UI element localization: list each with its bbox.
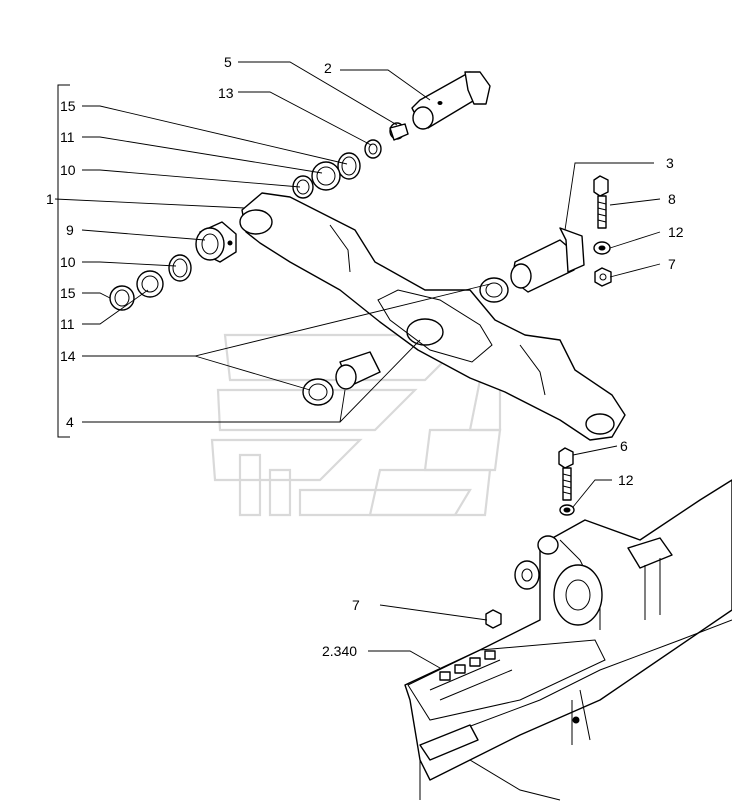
callout-11: 11 bbox=[60, 129, 75, 145]
callout-10: 10 bbox=[60, 162, 76, 178]
callout-15-lower: 15 bbox=[60, 285, 76, 301]
group-bracket bbox=[57, 84, 70, 438]
callout-4: 4 bbox=[66, 414, 74, 430]
axle-housing-assembly bbox=[404, 479, 732, 801]
callout-14: 14 bbox=[60, 348, 76, 364]
callout-1: 1 bbox=[46, 191, 54, 207]
callout-5: 5 bbox=[224, 54, 232, 70]
callout-15: 15 bbox=[60, 98, 76, 114]
main-arm-part bbox=[239, 192, 626, 441]
callout-12-lower: 12 bbox=[618, 472, 634, 488]
watermark-logo bbox=[210, 333, 502, 517]
callout-7-lower: 7 bbox=[352, 597, 360, 613]
callout-2-340: 2.340 bbox=[322, 643, 357, 659]
nut-part-7 bbox=[594, 267, 612, 287]
bolt-part-8 bbox=[593, 175, 609, 229]
callout-11-lower: 11 bbox=[60, 316, 75, 332]
pin-part-3 bbox=[510, 227, 585, 293]
upper-rings bbox=[292, 152, 361, 199]
lower-left-rings bbox=[109, 254, 192, 311]
washer-part-12 bbox=[593, 241, 611, 255]
callout-9: 9 bbox=[66, 222, 74, 238]
callout-10-lower: 10 bbox=[60, 254, 76, 270]
callout-12: 12 bbox=[668, 224, 684, 240]
callout-8: 8 bbox=[668, 191, 676, 207]
bushing-part-14 bbox=[302, 277, 509, 406]
sleeve-part-4 bbox=[335, 351, 381, 390]
callout-7: 7 bbox=[668, 256, 676, 272]
washer-part-12-lower bbox=[559, 504, 575, 516]
pin-part-2 bbox=[411, 71, 491, 130]
bolt-part-6 bbox=[558, 447, 574, 501]
leader-lines bbox=[54, 61, 661, 669]
bushing-part-9 bbox=[195, 221, 237, 263]
callout-2: 2 bbox=[324, 60, 332, 76]
callout-13: 13 bbox=[218, 85, 234, 101]
callout-labels: 5 2 13 15 11 10 1 9 10 15 11 14 4 3 8 12… bbox=[46, 54, 684, 659]
grease-fitting-part bbox=[364, 122, 409, 159]
callout-3: 3 bbox=[666, 155, 674, 171]
nut-part-7-lower bbox=[485, 609, 502, 629]
callout-6: 6 bbox=[620, 438, 628, 454]
